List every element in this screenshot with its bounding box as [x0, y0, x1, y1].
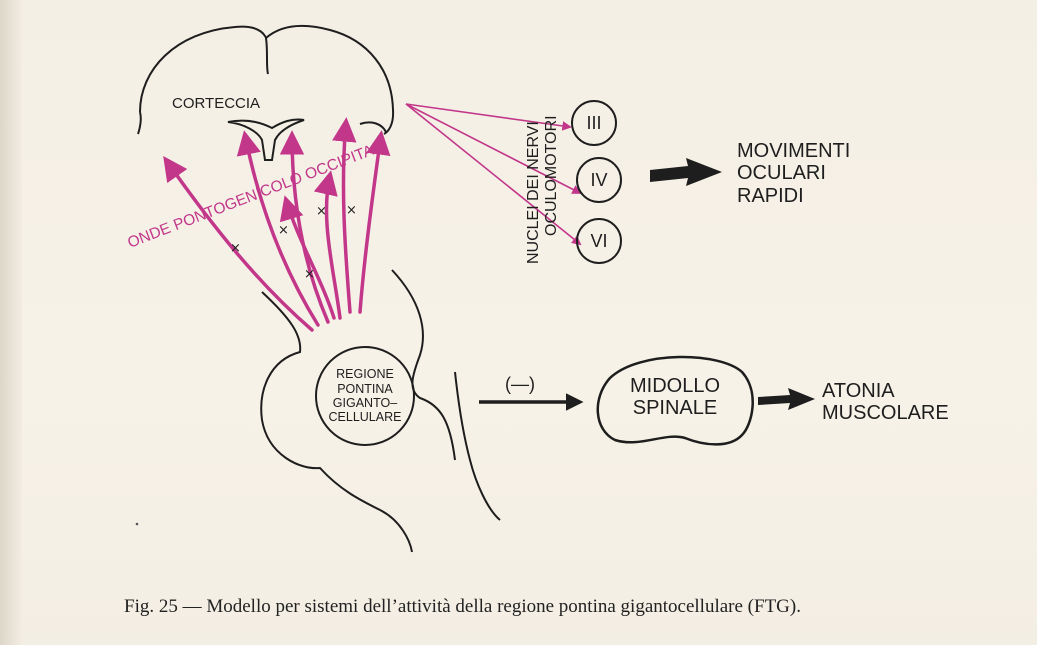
movimenti-line-1: MOVIMENTI	[737, 140, 850, 162]
regione-line-3: GIGANTO–	[329, 396, 402, 410]
cross-mark: ×	[304, 267, 315, 282]
cross-mark: ×	[278, 223, 289, 238]
pontine-region-circle: REGIONE PONTINA GIGANTO– CELLULARE	[315, 346, 415, 446]
brain-fissure	[266, 38, 268, 74]
muscle-atonia-label: ATONIA MUSCOLARE	[822, 380, 949, 425]
movimenti-line-3: RAPIDI	[737, 185, 850, 207]
brain-left-edge	[138, 112, 141, 134]
arrow-to-movimenti	[650, 158, 722, 186]
cross-mark: ×	[230, 241, 241, 256]
regione-line-1: REGIONE	[329, 367, 402, 381]
nucleus-iii-label: III	[586, 113, 601, 134]
nucleus-vi: VI	[576, 218, 622, 264]
nucleus-iii: III	[571, 100, 617, 146]
brain-right-notch	[360, 122, 386, 132]
spinal-cord-label: MIDOLLO SPINALE	[615, 375, 735, 420]
cross-marks: × × × × ×	[230, 203, 357, 282]
movimenti-line-2: OCULARI	[737, 162, 850, 184]
cortex-label: CORTECCIA	[172, 96, 260, 113]
nuclei-label-line1: NUCLEI DEI NERVI	[525, 121, 542, 264]
nuclei-label-line2: OCULOMOTORI	[543, 115, 560, 236]
inhibition-label: (—)	[505, 374, 535, 394]
pgo-arrow-5	[327, 175, 341, 318]
nucleus-iv: IV	[576, 157, 622, 203]
arrow-to-atonia	[758, 388, 815, 410]
midollo-line-1: MIDOLLO	[615, 375, 735, 397]
atonia-line-2: MUSCOLARE	[822, 402, 949, 424]
cross-mark: ×	[316, 204, 327, 219]
stray-dot	[136, 523, 139, 526]
brainstem-outline-lower-right	[455, 372, 500, 520]
regione-line-4: CELLULARE	[329, 410, 402, 424]
cross-mark: ×	[346, 203, 357, 218]
midollo-line-2: SPINALE	[615, 397, 735, 419]
atonia-line-1: ATONIA	[822, 380, 949, 402]
regione-line-2: PONTINA	[329, 382, 402, 396]
pgo-label: ONDE PONTOGENICOLO OCCIPITALI	[125, 137, 388, 251]
nucleus-vi-label: VI	[590, 231, 607, 252]
nucleus-iv-label: IV	[590, 170, 607, 191]
rapid-eye-movements-label: MOVIMENTI OCULARI RAPIDI	[737, 140, 850, 207]
figure-caption: Fig. 25 — Modello per sistemi dell’attiv…	[124, 596, 994, 618]
